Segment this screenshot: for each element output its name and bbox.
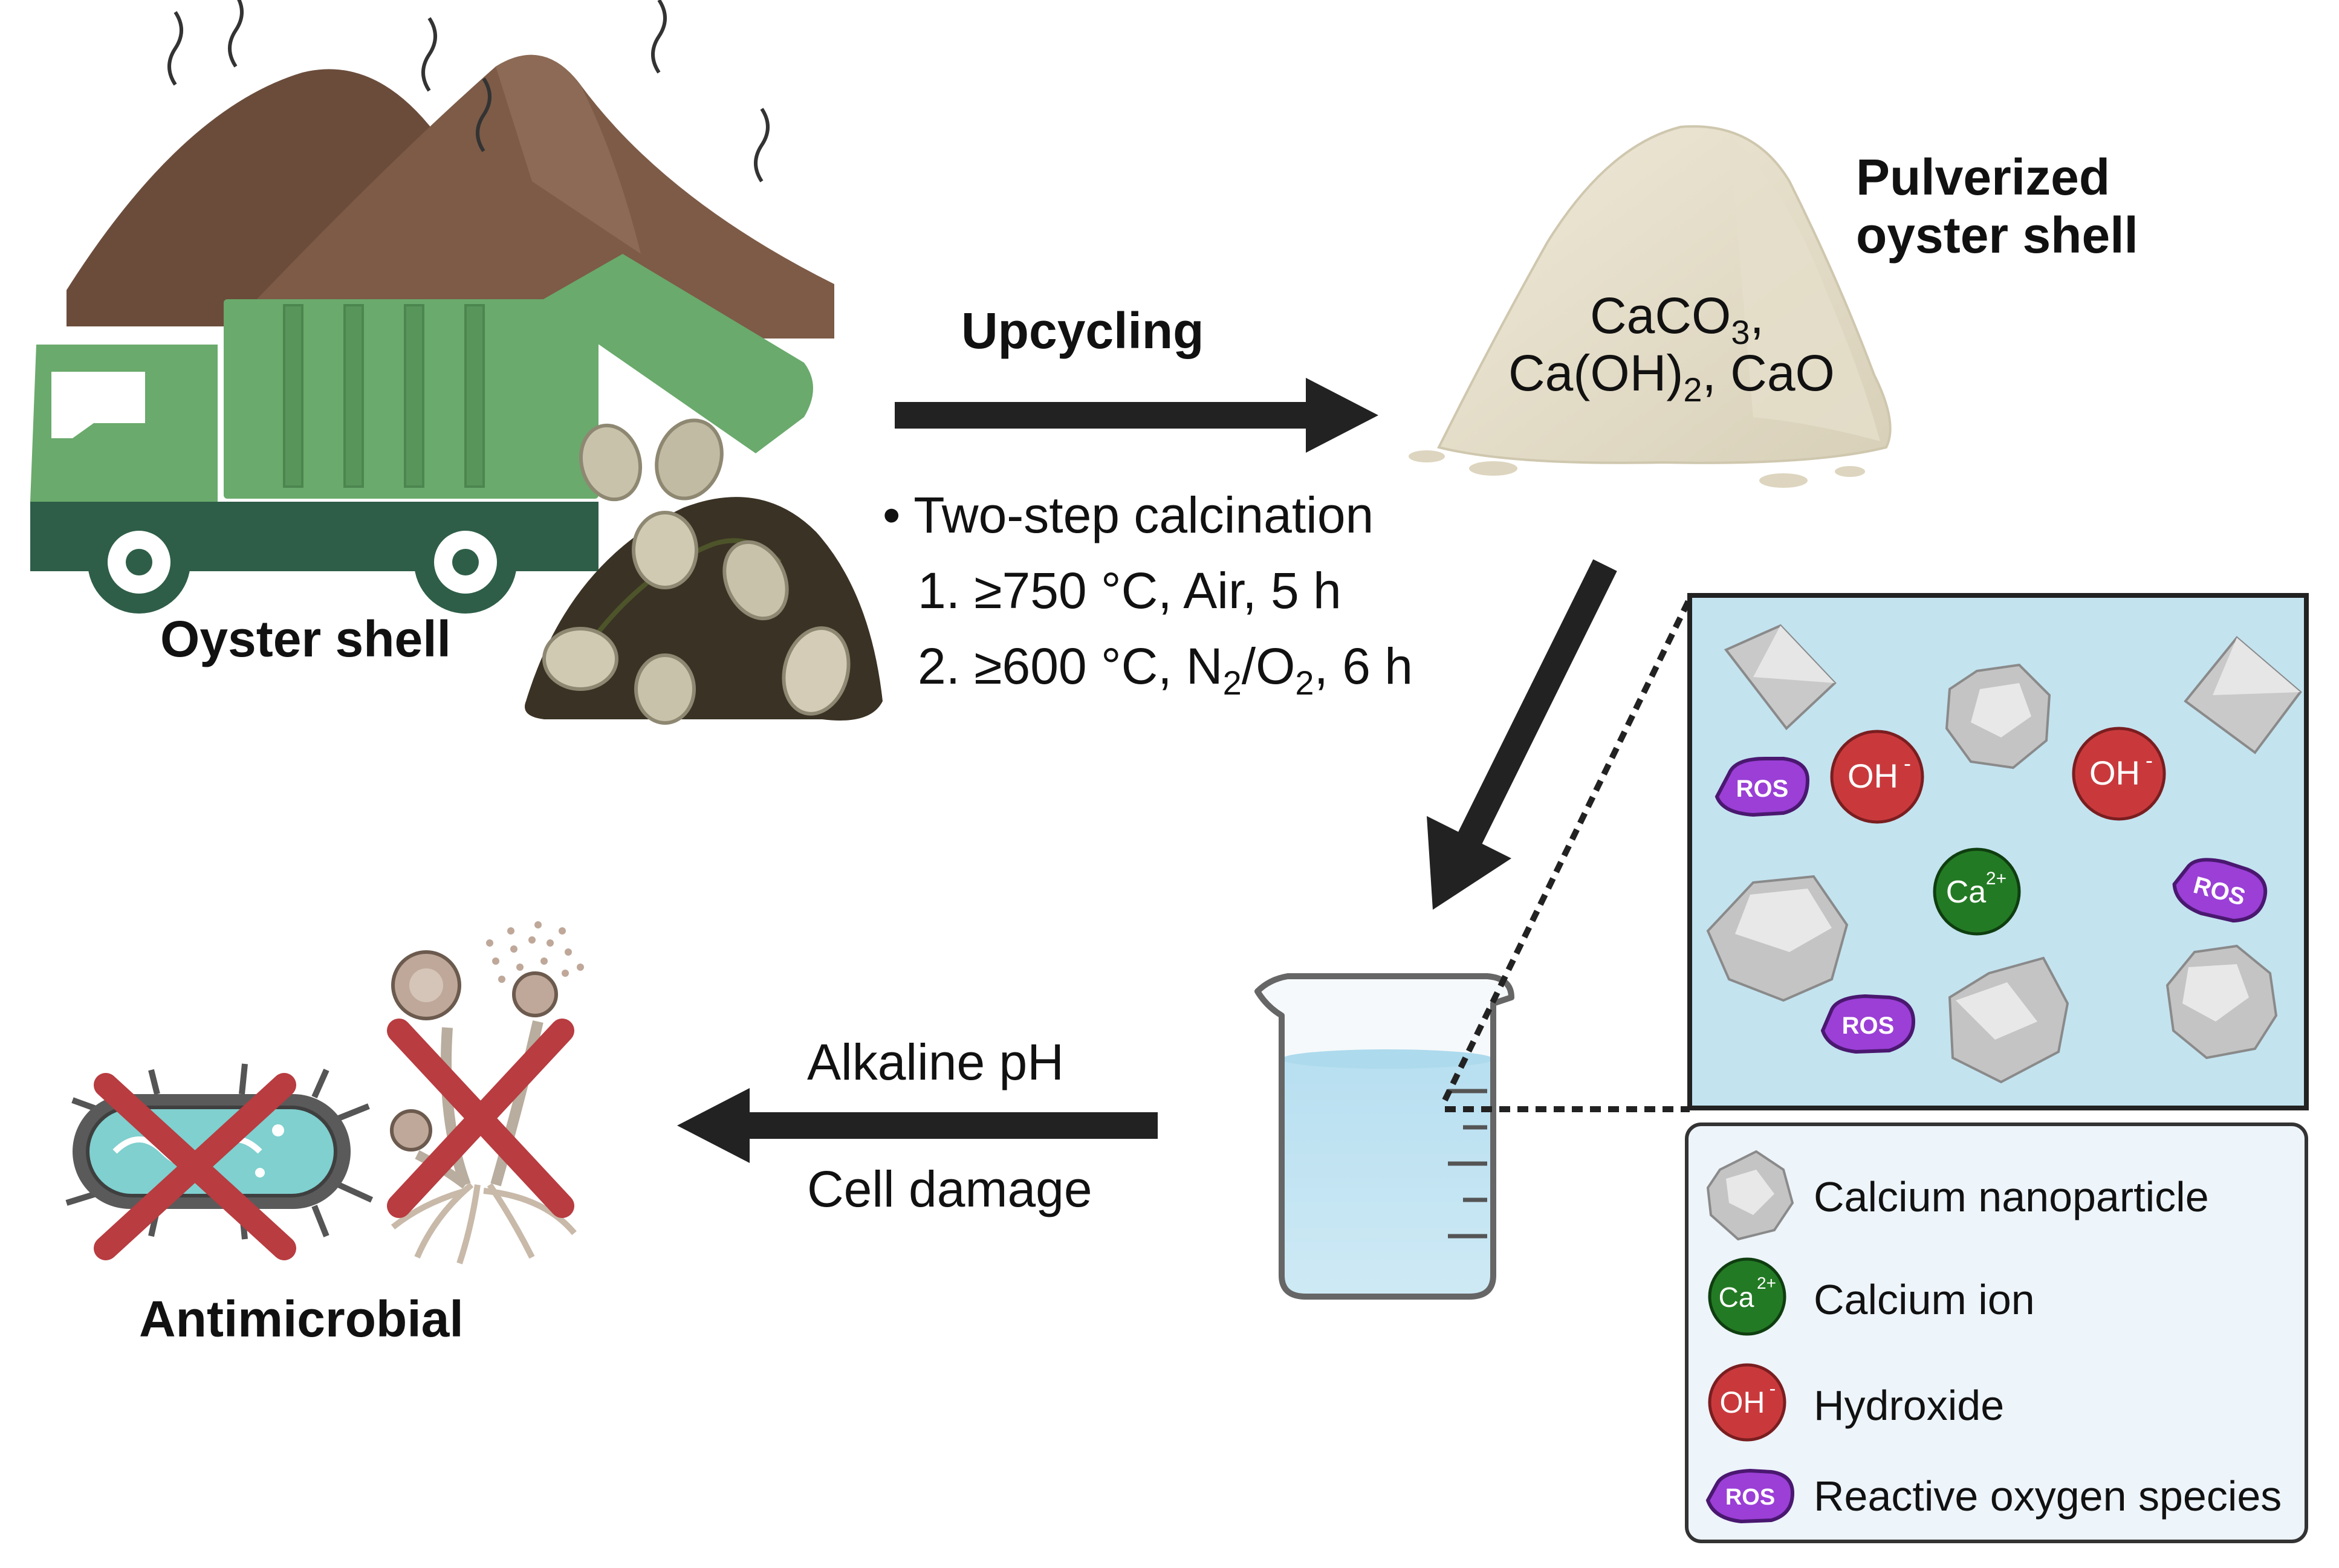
pulverized-oyster-shell-title: Pulverized oyster shell — [1856, 148, 2138, 264]
fungus-mold-icon — [390, 921, 584, 1265]
waste-dirt-mounds — [67, 0, 834, 339]
odor-line — [651, 0, 667, 74]
antimicrobial-label: Antimicrobial — [139, 1291, 464, 1347]
ros-badge: ROS — [2172, 858, 2268, 923]
hydroxide-ion: OH - — [2072, 727, 2166, 821]
calcination-step-2: 2. ≥600 °C, N2/O2, 6 h — [918, 641, 1413, 700]
garbage-truck-icon — [30, 254, 813, 614]
odor-line — [167, 11, 183, 86]
step2-sub-n: 2 — [1222, 663, 1242, 702]
upcycling-arrow — [895, 378, 1378, 453]
ros-badge-label: ROS — [1842, 1012, 1895, 1039]
formula-cao: , CaO — [1702, 345, 1835, 401]
nanoparticle-polyhedron — [1706, 875, 1849, 1002]
ros-badge: ROS — [1715, 757, 1810, 817]
formula-caoh: Ca(OH) — [1508, 345, 1684, 401]
legend-label-calcium-nanoparticle: Calcium nanoparticle — [1814, 1173, 2209, 1220]
step2-slash-o: /O — [1241, 638, 1296, 695]
calcium-ion-icon: Ca 2+ — [1708, 1257, 1786, 1336]
nanoparticle-octahedron — [1724, 624, 1837, 730]
alkaline-ph-label: Alkaline pH — [807, 1034, 1064, 1090]
bacterium-cross-mark — [94, 1073, 296, 1260]
ros-badge: ROS — [1820, 994, 1916, 1054]
nanoparticle-polyhedron — [1945, 663, 2051, 769]
beaker-icon — [1254, 973, 1514, 1300]
legend-label-hydroxide: Hydroxide — [1814, 1382, 2005, 1429]
hydroxide-icon-label: OH — [1720, 1385, 1765, 1419]
formula-subscript-3: 3 — [1731, 313, 1750, 351]
oyster-shell-pile-icon — [525, 418, 883, 725]
calcium-ion-charge: 2+ — [1986, 869, 2006, 889]
hydroxide-icon: OH - — [1708, 1363, 1786, 1442]
step2-sub-o: 2 — [1295, 663, 1314, 702]
nanoparticle-polyhedron — [1948, 956, 2069, 1084]
ros-icon-label: ROS — [1725, 1485, 1775, 1510]
calcium-ion-label: Ca — [1946, 875, 1987, 910]
calcium-ion: Ca 2+ — [1933, 847, 2021, 936]
nanoparticle-polyhedron — [2165, 944, 2278, 1060]
formula-caco: CaCO — [1590, 287, 1731, 344]
oyster-shell-label: Oyster shell — [160, 611, 451, 667]
nanoparticle-octahedron — [2184, 636, 2302, 754]
upcycling-label: Upcycling — [961, 302, 1204, 359]
pulverized-title-line2: oyster shell — [1856, 207, 2138, 264]
legend-label-calcium-ion: Calcium ion — [1814, 1276, 2035, 1323]
dissolution-arrow — [1427, 559, 1617, 910]
antimicrobial-arrow — [677, 1088, 1158, 1163]
hydroxide-ion-label: OH — [2089, 754, 2140, 792]
zoom-line-top — [1442, 597, 1693, 1102]
hydroxide-ion-label: OH — [1848, 757, 1898, 795]
ros-icon: ROS — [1705, 1468, 1795, 1524]
odor-line — [228, 0, 244, 68]
legend-panel — [1685, 1123, 2308, 1543]
ros-badge-label: ROS — [1736, 776, 1789, 802]
hydroxide-ion: OH - — [1830, 730, 1924, 824]
pulverized-title-line1: Pulverized — [1856, 149, 2110, 206]
step2-text: 2. ≥600 °C, N — [918, 638, 1223, 695]
odor-line — [754, 108, 770, 183]
pulverized-powder-mound-icon — [1409, 125, 1892, 488]
hydroxide-icon-charge: - — [1770, 1378, 1776, 1399]
powder-formula-line2: Ca(OH)2, CaO — [1508, 348, 1835, 407]
legend-label-reactive-oxygen-species: Reactive oxygen species — [1814, 1472, 2282, 1520]
calcination-step-1: 1. ≥750 °C, Air, 5 h — [918, 562, 1341, 619]
formula-comma: , — [1750, 287, 1764, 344]
calcium-nanoparticle-icon — [1706, 1150, 1794, 1241]
cell-damage-label: Cell damage — [807, 1161, 1092, 1217]
hydroxide-ion-charge: - — [1904, 751, 1911, 776]
calcium-ion-icon-label: Ca — [1719, 1281, 1754, 1313]
fungus-cross-mark — [387, 1019, 574, 1218]
calcium-ion-icon-charge: 2+ — [1757, 1274, 1776, 1292]
powder-formula-line1: CaCO3, — [1590, 290, 1764, 349]
calcination-title: • Two-step calcination — [883, 487, 1374, 543]
odor-line — [421, 17, 437, 92]
hydroxide-ion-charge: - — [2146, 748, 2153, 773]
odor-line — [476, 77, 491, 152]
formula-subscript-2: 2 — [1683, 370, 1702, 409]
step2-duration: , 6 h — [1314, 638, 1413, 695]
